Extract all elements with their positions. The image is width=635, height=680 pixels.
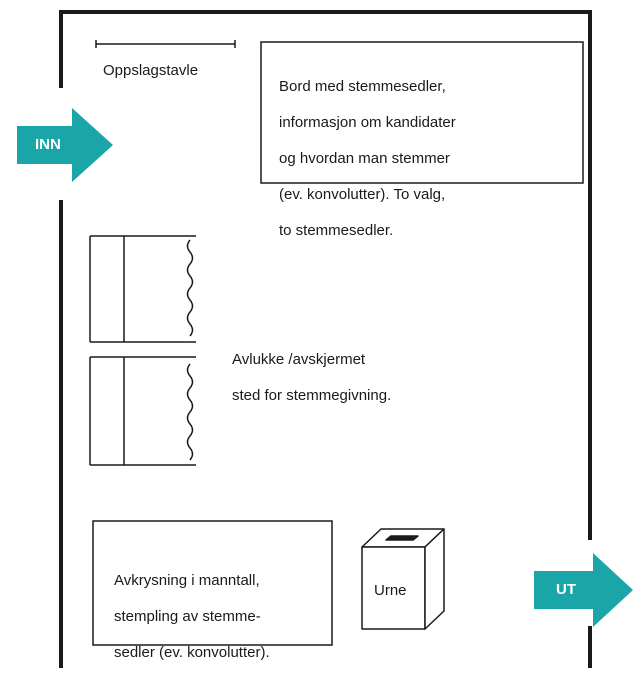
booth-curtain-1 bbox=[186, 239, 194, 337]
ballot-box-label: Urne bbox=[374, 582, 407, 599]
registration-desk bbox=[92, 520, 333, 646]
voting-booths bbox=[89, 235, 196, 466]
exit-arrow-label: UT bbox=[556, 581, 576, 598]
registration-desk-text: Avkrysning i manntall, stempling av stem… bbox=[114, 554, 329, 680]
notice-board-icon bbox=[95, 40, 236, 48]
ballot-table-line: Bord med stemmesedler, bbox=[279, 78, 446, 95]
exit-arrow-icon bbox=[534, 553, 633, 627]
voting-booth-1 bbox=[89, 235, 196, 343]
ballot-box-icon bbox=[361, 528, 445, 630]
room-walls bbox=[59, 10, 592, 668]
ballot-table-line: to stemmesedler. bbox=[279, 222, 394, 239]
booths-label-line: Avlukke /avskjermet bbox=[232, 351, 366, 368]
ballot-table-line: informasjon om kandidater bbox=[279, 114, 456, 131]
registration-desk-line: Avkrysning i manntall, bbox=[114, 572, 260, 589]
entry-arrow-label: INN bbox=[35, 136, 61, 153]
voting-booth-2 bbox=[89, 356, 196, 466]
booths-label: Avlukke /avskjermet sted for stemmegivni… bbox=[232, 333, 512, 423]
notice-board-label: Oppslagstavle bbox=[103, 62, 199, 79]
ballot-table-line: og hvordan man stemmer bbox=[279, 150, 450, 167]
entry-arrow-icon bbox=[17, 108, 113, 182]
ballot-table-line: (ev. konvolutter). To valg, bbox=[279, 186, 446, 203]
ballot-box-slot bbox=[385, 535, 419, 541]
booth-curtain-2 bbox=[186, 363, 194, 461]
registration-desk-line: sedler (ev. konvolutter). bbox=[114, 644, 270, 661]
ballot-table-text: Bord med stemmesedler, informasjon om ka… bbox=[279, 60, 579, 258]
registration-desk-line: stempling av stemme- bbox=[114, 608, 261, 625]
ballot-table bbox=[260, 41, 584, 184]
booths-label-line: sted for stemmegivning. bbox=[232, 387, 392, 404]
